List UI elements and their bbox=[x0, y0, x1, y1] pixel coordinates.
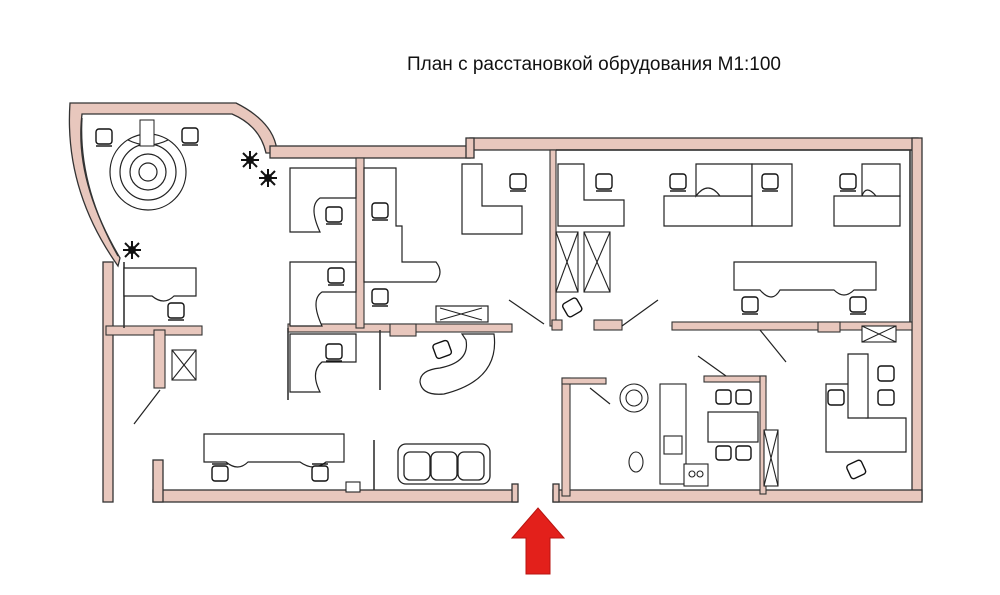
chairs bbox=[95, 127, 895, 482]
office-chair-icon bbox=[211, 463, 229, 482]
office-chair-icon bbox=[849, 296, 867, 315]
desk bbox=[847, 353, 869, 419]
desk bbox=[557, 163, 625, 227]
partition-vertical-362 bbox=[355, 157, 365, 329]
office-chair-icon bbox=[735, 445, 752, 461]
utility-shafts bbox=[171, 231, 897, 487]
door-swing-icon bbox=[621, 299, 659, 327]
desk bbox=[833, 195, 901, 227]
office-chair-icon bbox=[669, 173, 687, 192]
office-chair-icon bbox=[735, 389, 752, 405]
door-swings bbox=[133, 299, 787, 425]
bottom-wall-right bbox=[552, 489, 923, 503]
office-chair-icon bbox=[325, 343, 343, 362]
counter bbox=[659, 383, 687, 485]
office-chair-icon bbox=[432, 339, 453, 360]
interior-partitions bbox=[105, 149, 913, 497]
plan-title: План с расстановкой обрудования М1:100 bbox=[406, 54, 781, 75]
wc-kitchen bbox=[345, 383, 709, 493]
office-chair-icon bbox=[715, 445, 732, 461]
wc-wall-left bbox=[561, 377, 571, 497]
office-chair-icon bbox=[371, 288, 389, 307]
desk bbox=[289, 261, 357, 327]
top-wall-left bbox=[269, 145, 471, 159]
bay-inner-ring bbox=[80, 117, 119, 257]
left-wall bbox=[102, 261, 114, 503]
sink bbox=[663, 435, 683, 455]
desk bbox=[123, 267, 197, 302]
desk bbox=[363, 167, 441, 283]
door-swing-icon bbox=[508, 299, 545, 325]
door-swing-icon bbox=[133, 389, 161, 425]
sofa bbox=[397, 443, 491, 485]
desk bbox=[695, 163, 753, 198]
curved-reception-desk bbox=[419, 333, 496, 395]
door-swing-icon bbox=[697, 355, 727, 377]
potted-plant-icon bbox=[241, 151, 259, 169]
office-chair-icon bbox=[846, 459, 867, 480]
top-wall-right bbox=[469, 137, 919, 151]
office-chair-icon bbox=[371, 202, 389, 221]
desk bbox=[663, 195, 753, 227]
office-chair-icon bbox=[839, 173, 857, 192]
desk bbox=[461, 163, 523, 235]
desk bbox=[289, 167, 357, 233]
potted-plant-icon bbox=[259, 169, 277, 187]
partition-left-pillar bbox=[153, 329, 166, 389]
desk bbox=[861, 163, 901, 197]
top-wall-step bbox=[465, 137, 475, 159]
potted-plant-icon bbox=[123, 241, 141, 259]
partition-vertical-552 bbox=[549, 149, 557, 327]
bay-outer-wall bbox=[68, 102, 277, 268]
kitchen-wall-top bbox=[703, 375, 767, 383]
toilet bbox=[628, 451, 644, 473]
desk bbox=[733, 261, 877, 298]
desk bbox=[289, 333, 357, 393]
wc-wall-top bbox=[561, 377, 607, 385]
office-chair-icon bbox=[595, 173, 613, 192]
office-chair-icon bbox=[181, 127, 199, 146]
bay-tall-cabinet bbox=[139, 119, 155, 147]
office-chair-icon bbox=[509, 173, 527, 192]
office-chair-icon bbox=[325, 206, 343, 225]
desk bbox=[707, 411, 759, 443]
office-chair-icon bbox=[95, 128, 113, 147]
shaft-post-left bbox=[551, 319, 563, 331]
right-wall bbox=[911, 137, 923, 501]
bottom-wall-left-stub bbox=[152, 459, 164, 503]
stove bbox=[683, 463, 709, 487]
entrance-jamb-right bbox=[552, 483, 560, 503]
exterior-walls bbox=[68, 102, 923, 503]
partition-right-horizontal bbox=[671, 321, 913, 331]
door-swing-icon bbox=[759, 329, 787, 363]
office-chair-icon bbox=[877, 389, 895, 406]
office-chair-icon bbox=[311, 463, 329, 482]
office-chair-icon bbox=[877, 365, 895, 382]
office-chair-icon bbox=[741, 296, 759, 315]
office-chair-icon bbox=[827, 389, 845, 406]
small-cabinet bbox=[345, 481, 361, 493]
entrance-jamb-left bbox=[511, 483, 519, 503]
entrance-arrow-up-icon bbox=[510, 507, 566, 575]
door-swing-icon bbox=[589, 387, 611, 405]
desk-hatch bbox=[439, 307, 483, 321]
workstations bbox=[123, 163, 907, 468]
office-chair-icon bbox=[561, 297, 583, 318]
office-chair-icon bbox=[327, 267, 345, 286]
office-chair-icon bbox=[761, 173, 779, 192]
plants bbox=[123, 151, 277, 259]
partition-core-door-block bbox=[389, 323, 417, 337]
shaft-post-right bbox=[593, 319, 623, 331]
office-chair-icon bbox=[715, 389, 732, 405]
partition-right-block bbox=[817, 321, 841, 333]
bottom-wall-left bbox=[152, 489, 518, 503]
office-chair-icon bbox=[167, 302, 185, 321]
desk bbox=[203, 433, 345, 468]
